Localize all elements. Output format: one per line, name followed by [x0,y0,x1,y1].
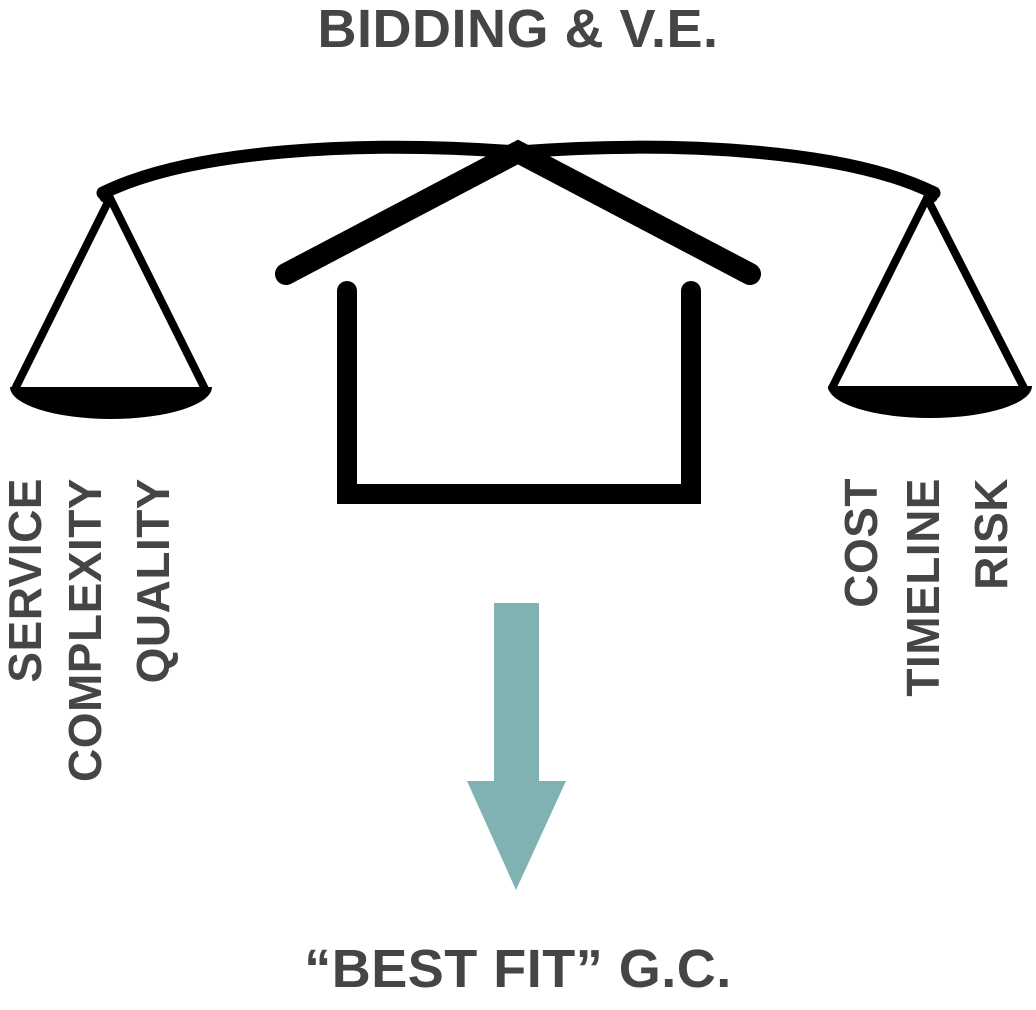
house-roof [275,139,761,285]
right-criteria-risk: RISK [965,478,1018,798]
right-criteria-label-timeline: TIMELINE [897,478,949,697]
left-pan-group [10,189,212,419]
left-criteria-service: SERVICE [0,478,52,798]
right-criteria-label-risk: RISK [965,478,1017,590]
right-pan-string-outer [923,194,1028,392]
house-icon [275,139,761,504]
left-criteria-label-service: SERVICE [0,478,51,683]
left-criteria-complexity: COMPLEXITY [59,478,112,798]
left-pan-string-inner [106,194,209,393]
page-title: BIDDING & V.E. [317,0,719,59]
left-pan-bowl [10,387,212,419]
right-pan-group [828,189,1032,418]
down-arrow-shape [467,603,566,890]
down-arrow-icon [467,603,566,890]
outcome-caption: “BEST FIT” G.C. [304,939,732,999]
right-criteria-label-cost: COST [835,478,887,608]
house-body [337,281,701,504]
right-criteria-timeline: TIMELINE [897,478,950,798]
right-pan-bowl [828,386,1032,418]
right-pan-string-inner [828,194,931,392]
left-criteria-label-complexity: COMPLEXITY [59,478,111,783]
left-criteria-label-quality: QUALITY [127,478,179,684]
left-pan-string-outer [11,194,114,393]
right-criteria-cost: COST [835,478,888,798]
left-criteria-quality: QUALITY [127,478,180,798]
